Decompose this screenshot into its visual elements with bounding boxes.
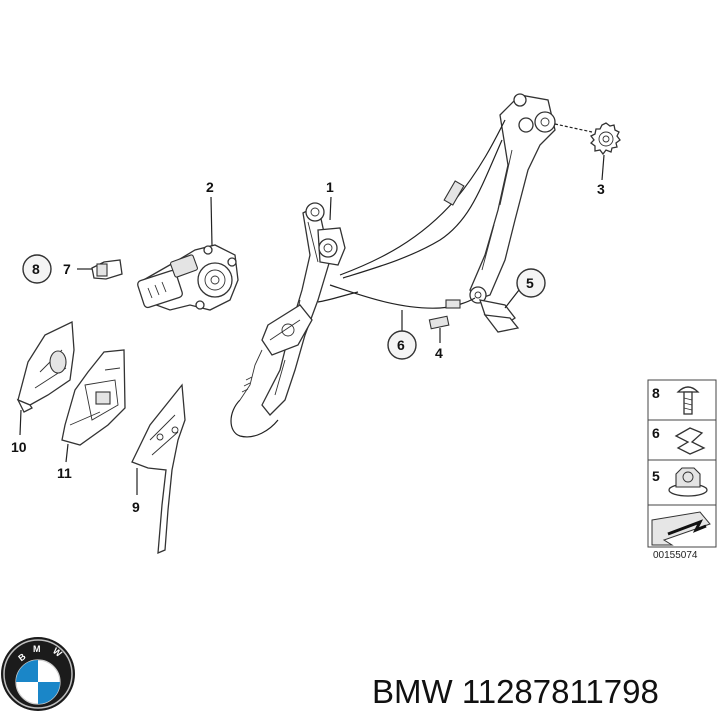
drive-gear	[554, 122, 621, 156]
callout-6: 6	[397, 337, 405, 353]
bracket	[483, 314, 520, 333]
callout-2: 2	[206, 179, 214, 195]
callout-3: 3	[597, 181, 605, 197]
callout-4: 4	[435, 345, 443, 361]
callout-1: 1	[326, 179, 334, 195]
callout-ring-8	[22, 254, 52, 284]
window-motor	[137, 244, 239, 311]
callout-ring-6	[387, 330, 417, 360]
logo-letter-b: B	[16, 651, 28, 663]
hardware-legend: 8 6 5 00155074	[647, 379, 717, 561]
direction-arrow-icon	[651, 511, 711, 546]
part-number-label: BMW 11287811798	[372, 673, 659, 710]
callout-10: 10	[11, 439, 27, 455]
trim-cover	[16, 320, 75, 413]
logo-letter-m: M	[33, 644, 41, 654]
clip-icon	[674, 427, 706, 455]
window-regulator-assembly	[230, 93, 556, 438]
leader-lines	[19, 154, 605, 495]
callout-11: 11	[57, 465, 72, 481]
window-channel	[131, 383, 186, 555]
cable-clip	[428, 315, 450, 330]
drawing-code: 00155074	[653, 550, 698, 561]
clip-bolt	[91, 259, 123, 280]
callout-7: 7	[63, 261, 71, 277]
callout-9: 9	[132, 499, 140, 515]
callout-8: 8	[32, 261, 40, 277]
callouts: 1 2 3 4 5 6 7 8 9 10 11	[11, 179, 605, 515]
callout-ring-5	[516, 268, 546, 298]
mirror-bracket	[61, 349, 126, 446]
bmw-logo: B M W	[1, 637, 75, 711]
callout-5: 5	[526, 275, 534, 291]
legend-item-6: 6	[652, 425, 660, 441]
legend-item-5: 5	[652, 468, 660, 484]
legend-item-8: 8	[652, 385, 660, 401]
nut-icon	[668, 467, 708, 497]
bolt-icon	[676, 386, 700, 415]
